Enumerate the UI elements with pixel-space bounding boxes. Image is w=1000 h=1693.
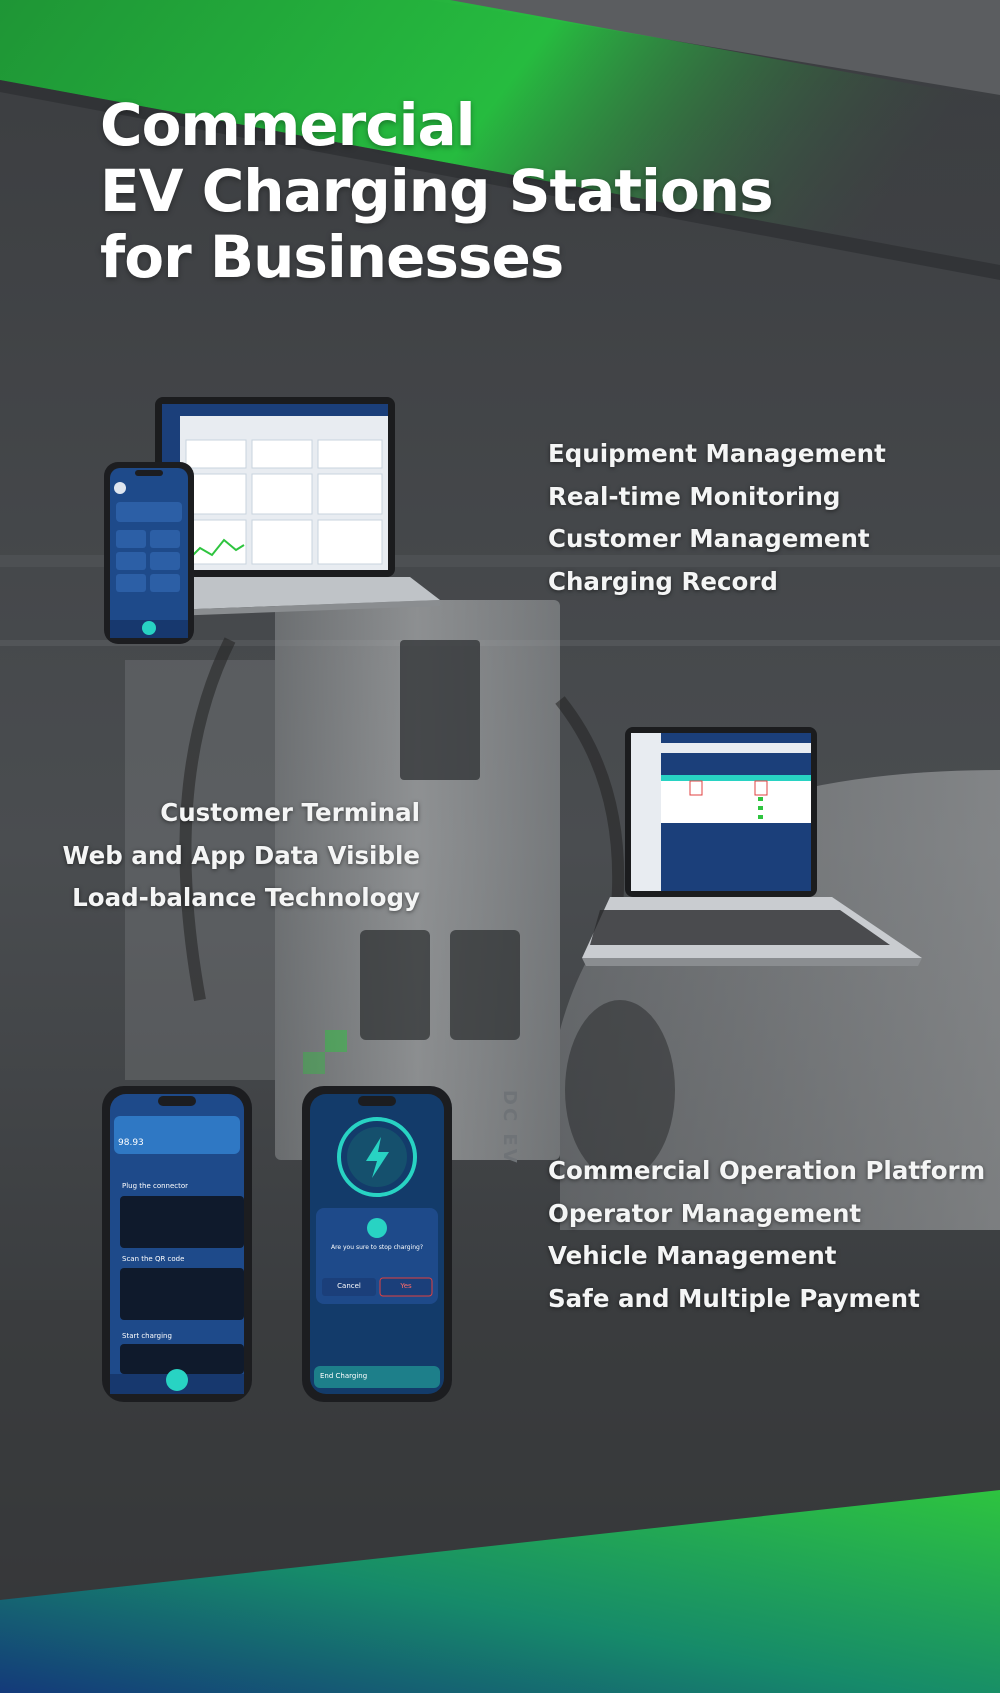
feature-item: Real-time Monitoring — [548, 481, 841, 511]
feature-item: Charging Record — [548, 566, 778, 596]
app-end-charging-button: End Charging — [320, 1372, 368, 1380]
feature-item: Customer Terminal — [160, 798, 420, 827]
app-balance-value: 98.93 — [118, 1138, 144, 1148]
feature-item: Web and App Data Visible — [62, 840, 420, 870]
app-dialog-question: Are you sure to stop charging? — [330, 1244, 424, 1251]
title-line-1: Commercial — [100, 91, 476, 159]
feature-item: Vehicle Management — [548, 1241, 837, 1270]
app-dialog-cancel-button: Cancel — [337, 1282, 361, 1290]
feature-item: Commercial Operation Platform — [548, 1156, 986, 1185]
feature-list-operation: Commercial Operation Platform Operator M… — [548, 1150, 985, 1320]
app-step-start: Start charging — [122, 1332, 172, 1340]
feature-list-terminal: Customer Terminal Web and App Data Visib… — [62, 792, 420, 920]
feature-item: Operator Management — [548, 1198, 862, 1228]
feature-item: Load-balance Technology — [72, 883, 420, 912]
app-step-scan: Scan the QR code — [122, 1255, 185, 1263]
app-step-plug: Plug the connector — [122, 1182, 189, 1190]
feature-item: Safe and Multiple Payment — [548, 1283, 920, 1313]
phone-bottom-middle — [302, 1086, 452, 1402]
laptop-right — [582, 727, 922, 966]
feature-item: Equipment Management — [548, 439, 886, 468]
feature-item: Customer Management — [548, 524, 870, 553]
page-title: Commercial EV Charging Stations for Busi… — [100, 91, 774, 291]
feature-list-management: Equipment Management Real-time Monitorin… — [548, 433, 886, 603]
phone-bottom-left — [102, 1086, 252, 1402]
phone-top-left — [104, 462, 194, 644]
app-dialog-yes-button: Yes — [400, 1282, 412, 1290]
title-line-3: for Businesses — [100, 223, 564, 291]
title-line-2: EV Charging Stations — [100, 157, 774, 225]
laptop-top-left — [115, 397, 440, 618]
